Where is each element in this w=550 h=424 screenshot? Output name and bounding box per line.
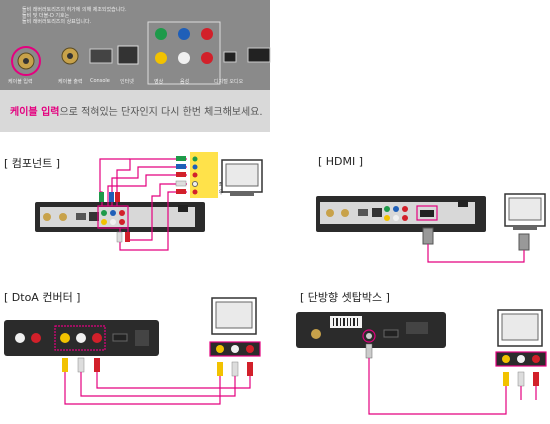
section-label-dtoa: [ DtoA 컨버터 ] [4,291,81,304]
section-label-hdmi: [ HDMI ] [318,155,364,168]
oneway-diagram [296,309,547,415]
dtoa-diagram [4,297,261,405]
caption-text: 으로 적혀있는 단자인지 다시 한번 체크해보세요. [59,107,263,118]
hdmi-diagram [316,193,546,263]
rca-green-port [155,28,167,40]
dolby-notice-line: 돌비 래버러토리즈의 상표입니다. [22,19,92,25]
dtoa-cables [64,372,251,405]
settop-rear-panel [320,202,475,224]
section-label-oneway: [ 단방향 셋탑박스 ] [300,291,390,304]
hdmi-plug [518,233,530,251]
ethernet-port [117,45,139,65]
port-label: Console [90,78,110,84]
console-port [89,48,113,64]
port-label: 음성 [180,79,190,85]
check-caption: 케이블 입력으로 적혀있는 단자인지 다시 한번 체크해보세요. [10,103,263,118]
settop-rear-panel [40,207,195,227]
hdmi-plug [422,227,434,245]
rca-red-port [201,28,213,40]
section-label-component: [ 컴포넌트 ] [4,157,61,170]
av-port-group [147,21,221,85]
port-label: 케이블 입력 [8,79,33,85]
port-label: 인터넷 [120,79,134,85]
rca-yellow-port [155,52,167,64]
hdmi-port [247,47,271,63]
hdmi-cable [427,244,525,263]
port-label: 케이블 출력 [58,79,83,85]
rear-panel-body [0,0,270,90]
dtoa-plugs [62,357,253,377]
cable-out-port [61,47,79,65]
coax-plug [365,343,373,359]
dolby-notice-line: 돌비 래버러토리즈의 허가에 의해 제조되었습니다. [22,7,127,13]
component-plugs [99,156,187,243]
rca-red-port [201,52,213,64]
oneway-plugs [503,371,539,387]
rca-blue-port [178,28,190,40]
rear-panel-closeup [0,0,270,132]
dolby-notice-line: 돌비 및 더블-D 기호는 [22,13,70,19]
component-diagram [35,152,263,251]
rca-white-port [178,52,190,64]
port-label: 디지털 오디오 [214,79,244,85]
cable-in-port [11,46,41,76]
oneway-cables [368,358,537,415]
caption-highlight: 케이블 입력 [10,107,60,118]
optical-port [223,51,237,63]
port-label: 영상 [154,79,164,85]
